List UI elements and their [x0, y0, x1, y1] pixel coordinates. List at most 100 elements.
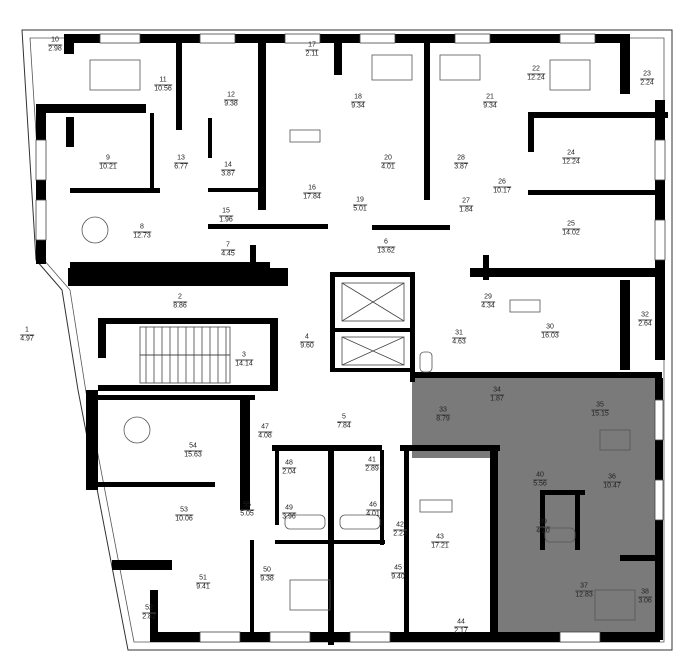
stairs-and-elevators [139, 282, 405, 384]
room-area: 2.82 [142, 613, 156, 621]
room-number: 51 [196, 575, 210, 584]
room-number: 40 [533, 472, 547, 481]
room-number: 18 [351, 94, 365, 103]
room-area: 4.20 [536, 527, 550, 535]
room-area: 5.56 [533, 480, 547, 488]
room-area: 16.03 [541, 332, 559, 340]
room-area: 3.06 [638, 597, 652, 605]
room-number: 28 [454, 155, 468, 164]
room-area: 9.34 [483, 102, 497, 110]
room-number: 36 [603, 474, 621, 483]
room-number: 49 [282, 505, 296, 514]
room-area: 3.87 [454, 163, 468, 171]
room-area: 4.97 [20, 335, 34, 343]
room-number: 42 [393, 522, 407, 531]
room-area: 2.24 [640, 79, 654, 87]
room-area: 4.01 [381, 163, 395, 171]
room-number: 32 [638, 312, 652, 321]
room-area: 12.73 [133, 232, 151, 240]
room-number: 54 [184, 443, 202, 452]
room-area: 9.38 [260, 575, 274, 583]
room-number: 27 [459, 198, 473, 207]
room-number: 31 [452, 330, 466, 339]
room-number: 55 [240, 502, 254, 511]
room-area: 2.23 [393, 530, 407, 538]
room-area: 1.84 [459, 206, 473, 214]
room-number: 20 [381, 155, 395, 164]
room-number: 39 [536, 519, 550, 528]
room-number: 12 [224, 92, 238, 101]
room-area: 2.11 [305, 50, 319, 58]
room-number: 7 [221, 242, 235, 251]
room-number: 9 [99, 155, 117, 164]
room-number: 29 [481, 294, 495, 303]
room-number: 4 [300, 334, 314, 343]
room-number: 37 [575, 583, 593, 592]
room-number: 16 [303, 185, 321, 194]
room-number: 26 [493, 179, 511, 188]
room-area: 9.41 [196, 583, 210, 591]
room-area: 17.84 [303, 193, 321, 201]
room-area: 10.21 [99, 163, 117, 171]
room-area: 2.04 [282, 468, 296, 476]
room-area: 1.87 [490, 395, 504, 403]
room-number: 8 [133, 224, 151, 233]
room-area: 4.08 [258, 432, 272, 440]
room-number: 34 [490, 387, 504, 396]
room-area: 2.17 [454, 627, 468, 635]
room-area: 9.34 [351, 102, 365, 110]
room-area: 10.06 [175, 515, 193, 523]
room-area: 9.40 [391, 573, 405, 581]
room-number: 50 [260, 567, 274, 576]
room-number: 35 [591, 402, 609, 411]
room-area: 2.89 [365, 465, 379, 473]
room-area: 6.77 [174, 163, 188, 171]
room-number: 47 [258, 424, 272, 433]
room-area: 8.79 [436, 415, 450, 423]
room-area: 15.15 [591, 410, 609, 418]
room-area: 13.62 [377, 247, 395, 255]
room-area: 4.45 [221, 250, 235, 258]
room-number: 5 [337, 414, 351, 423]
room-number: 1 [20, 327, 34, 336]
room-area: 1.96 [219, 216, 233, 224]
room-number: 19 [353, 197, 367, 206]
room-number: 11 [154, 77, 172, 86]
room-area: 15.63 [184, 451, 202, 459]
room-number: 52 [142, 605, 156, 614]
room-area: 10.47 [603, 482, 621, 490]
room-area: 4.34 [481, 302, 495, 310]
room-number: 22 [527, 66, 545, 75]
room-area: 12.24 [562, 158, 580, 166]
room-number: 21 [483, 94, 497, 103]
